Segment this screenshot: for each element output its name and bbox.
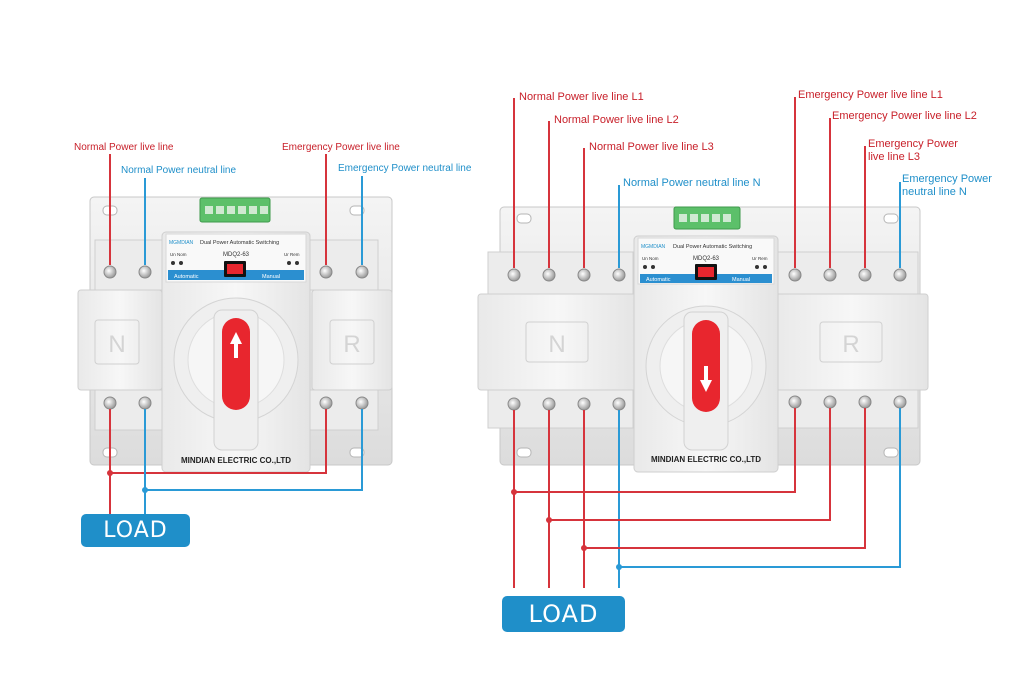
label-emergency-l2: Emergency Power live line L2: [832, 110, 977, 122]
rotary-handle[interactable]: [645, 305, 767, 451]
load-badge-left: LOAD: [81, 514, 190, 547]
manufacturer-label: MINDIAN ELECTRIC CO.,LTD: [651, 455, 761, 464]
indicator-light: [763, 265, 767, 269]
label-emergency-neutral: Emergency Power neutral line: [338, 163, 472, 174]
screw-terminal: [542, 397, 556, 411]
label-normal-l1: Normal Power live line L1: [519, 91, 644, 103]
screw-terminal: [103, 265, 117, 279]
label-normal-l3: Normal Power live line L3: [589, 141, 714, 153]
screw-terminal: [823, 395, 837, 409]
indicator-label-left: Un Nom: [170, 252, 187, 257]
side-label-n: N: [548, 331, 565, 358]
label-emergency-live: Emergency Power live line: [282, 142, 400, 153]
screw-terminal: [138, 396, 152, 410]
label-normal-live: Normal Power live line: [74, 142, 174, 153]
screw-terminal: [542, 268, 556, 282]
manufacturer-label: MINDIAN ELECTRIC CO.,LTD: [181, 456, 291, 465]
screw-terminal: [355, 265, 369, 279]
screw-terminal: [577, 268, 591, 282]
label-normal-l2: Normal Power live line L2: [554, 114, 679, 126]
panel-brand: MGMDIAN: [169, 240, 194, 246]
screw-terminal: [612, 397, 626, 411]
indicator-light: [755, 265, 759, 269]
indicator-label-right: Ur Rem: [284, 252, 300, 257]
indicator-light: [295, 261, 299, 265]
label-emergency-l1: Emergency Power live line L1: [798, 89, 943, 101]
terminal-block: [199, 197, 271, 223]
screw-terminal: [103, 396, 117, 410]
left-switch: N R MGMDIAN Dual Power Automatic Switchi…: [74, 142, 472, 516]
panel-title: Dual Power Automatic Switching: [200, 240, 279, 246]
indicator-label-left: Un Nom: [642, 256, 659, 261]
mode-automatic: Automatic: [174, 274, 199, 280]
indicator-label-right: Ur Rem: [752, 256, 768, 261]
screw-terminal: [507, 268, 521, 282]
mode-manual: Manual: [262, 274, 280, 280]
screw-terminal: [355, 396, 369, 410]
screw-terminal: [138, 265, 152, 279]
screw-terminal: [788, 395, 802, 409]
screw-terminal: [858, 395, 872, 409]
panel-brand: MGMDIAN: [641, 244, 666, 250]
control-panel: MGMDIAN Dual Power Automatic Switching M…: [637, 237, 775, 285]
indicator-light: [179, 261, 183, 265]
screw-terminal: [858, 268, 872, 282]
indicator-light: [287, 261, 291, 265]
load-badge-right: LOAD: [502, 596, 625, 632]
screw-terminal: [612, 268, 626, 282]
label-normal-n: Normal Power neutral line N: [623, 177, 761, 189]
side-label-n: N: [108, 331, 125, 358]
screw-terminal: [507, 397, 521, 411]
rotary-handle[interactable]: [173, 297, 299, 451]
screw-terminal: [319, 265, 333, 279]
arrow-up-icon: [230, 332, 242, 358]
label-normal-neutral: Normal Power neutral line: [121, 165, 236, 176]
screw-terminal: [319, 396, 333, 410]
screw-terminal: [893, 395, 907, 409]
screw-terminal: [577, 397, 591, 411]
label-emergency-l3-b: live line L3: [868, 151, 920, 163]
screw-terminal: [823, 268, 837, 282]
arrow-down-icon: [700, 366, 712, 392]
label-emergency-l3-a: Emergency Power: [868, 138, 958, 150]
mode-automatic: Automatic: [646, 277, 671, 283]
indicator-light: [651, 265, 655, 269]
panel-title: Dual Power Automatic Switching: [673, 244, 752, 250]
mode-manual: Manual: [732, 277, 750, 283]
label-emergency-n-a: Emergency Power: [902, 173, 992, 185]
indicator-light: [171, 261, 175, 265]
side-label-r: R: [343, 331, 360, 358]
right-switch: N R MGMDIAN Dual Power Automatic Switchi…: [477, 89, 992, 588]
label-emergency-n-b: neutral line N: [902, 186, 967, 198]
terminal-block: [673, 206, 741, 230]
indicator-light: [643, 265, 647, 269]
panel-model: MDQ2-63: [693, 256, 720, 262]
side-label-r: R: [842, 331, 859, 358]
panel-model: MDQ2-63: [223, 252, 250, 258]
control-panel: MGMDIAN Dual Power Automatic Switching M…: [165, 233, 307, 283]
screw-terminal: [893, 268, 907, 282]
screw-terminal: [788, 268, 802, 282]
